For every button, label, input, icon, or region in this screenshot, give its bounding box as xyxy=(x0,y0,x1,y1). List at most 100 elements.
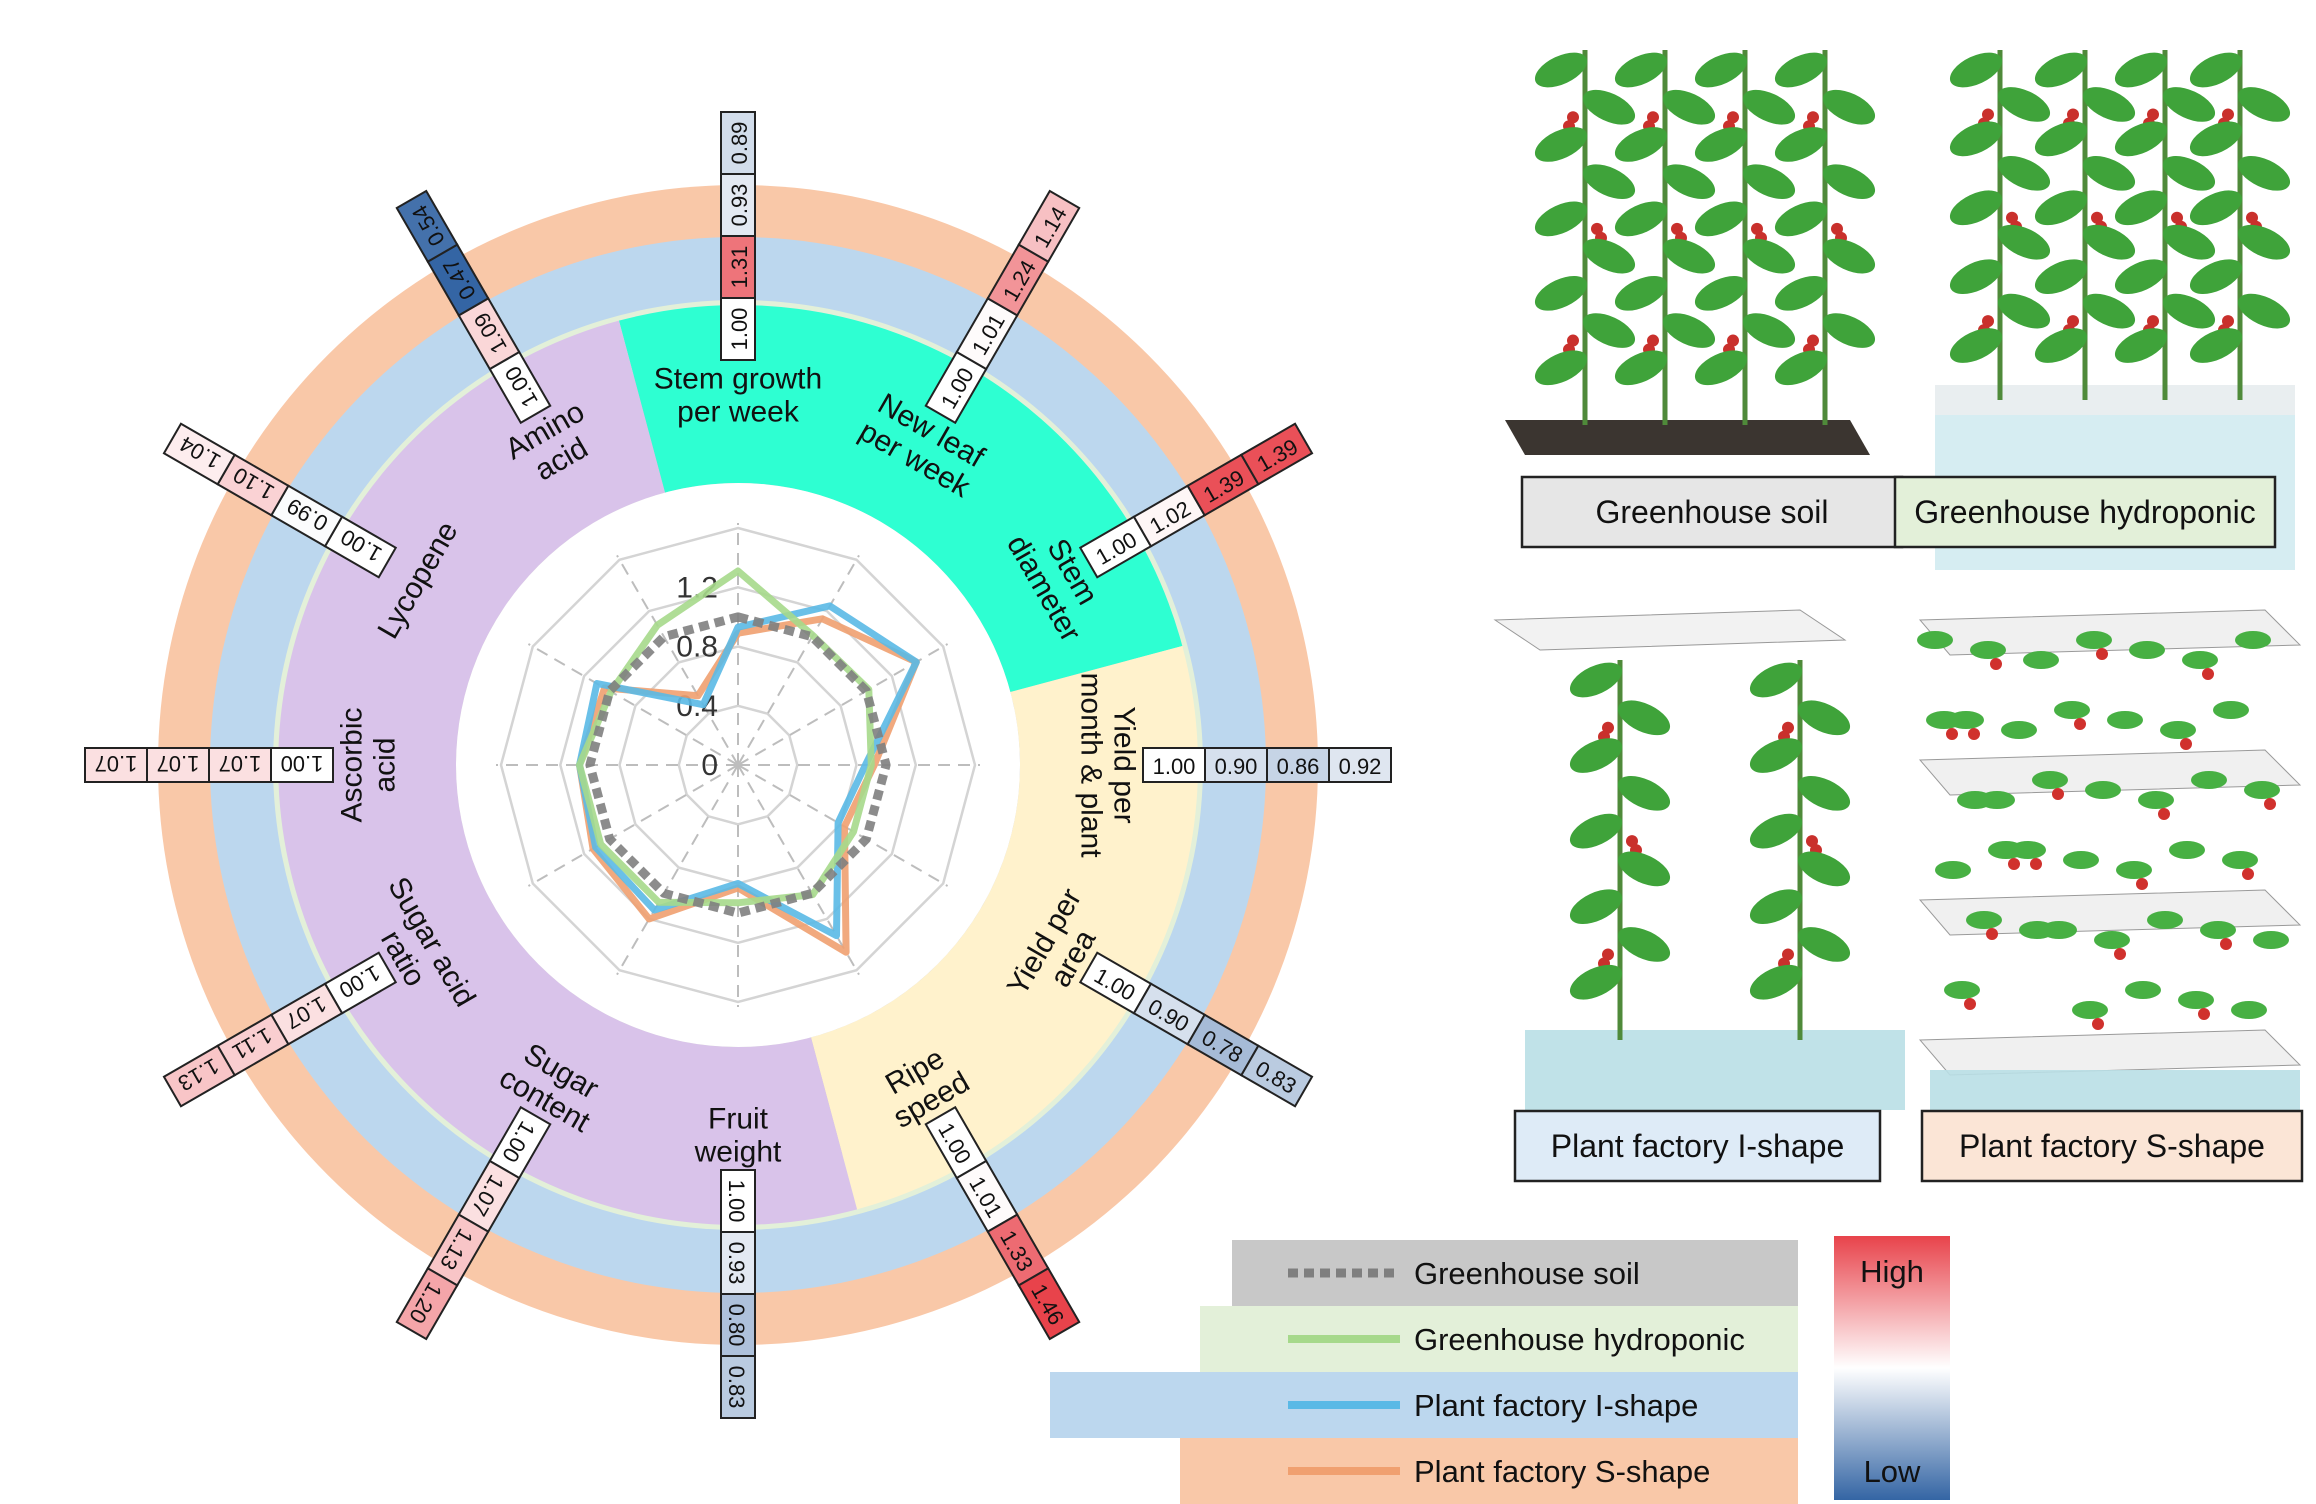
leaf xyxy=(1749,889,1803,925)
leaf xyxy=(1749,813,1803,849)
value-box-plant-factory-s-shape: 1.07 xyxy=(84,747,148,783)
leaf xyxy=(2189,328,2243,363)
tomato xyxy=(2147,108,2159,121)
value-box-plant-factory-i-shape: 1.33 xyxy=(986,1213,1050,1287)
value-box-text: 1.31 xyxy=(727,246,752,289)
spoke-lycopene xyxy=(527,643,739,766)
value-boxes-fruit-weight: 1.000.930.800.83 xyxy=(720,1169,756,1419)
leaf xyxy=(1662,313,1716,348)
value-boxes-yield-per-area: 1.000.900.780.83 xyxy=(1078,951,1314,1108)
leaf xyxy=(1774,275,1828,311)
leaf xyxy=(2138,791,2174,809)
value-box-rect xyxy=(162,1044,237,1108)
tomato xyxy=(1807,334,1819,347)
leaf xyxy=(2222,851,2258,869)
value-box-rect xyxy=(162,422,237,486)
value-box-rect xyxy=(208,747,272,783)
value-boxes-sugar-content: 1.001.071.131.20 xyxy=(395,1105,552,1341)
leaf xyxy=(1742,164,1796,200)
axis-label-line: per week xyxy=(677,396,800,429)
leaf xyxy=(1797,700,1851,736)
leaf xyxy=(2189,259,2243,295)
tomato xyxy=(1671,222,1683,235)
leaf xyxy=(2094,931,2130,949)
radar-chart: 00.40.81.2 xyxy=(496,523,980,1007)
leaf xyxy=(1582,164,1636,200)
panel-label-box xyxy=(1520,475,1904,549)
tomato xyxy=(1647,334,1659,347)
scale-low-label: Low xyxy=(1864,1454,1921,1489)
leaf xyxy=(1749,964,1803,1000)
axis-label-line: Fruit xyxy=(708,1103,769,1136)
leaf xyxy=(1614,275,1668,311)
leaf xyxy=(1917,631,1953,649)
leaf xyxy=(2200,921,2236,939)
leaf xyxy=(1970,641,2006,659)
tomato xyxy=(2246,211,2258,224)
tomato xyxy=(2114,948,2126,960)
leaf xyxy=(1569,964,1623,1000)
leaf xyxy=(1774,52,1828,88)
value-box-plant-factory-i-shape: 1.07 xyxy=(146,747,210,783)
leaf xyxy=(1926,711,1962,729)
value-box-plant-factory-i-shape: 0.93 xyxy=(720,173,756,237)
leaf xyxy=(1949,190,2003,226)
leaf xyxy=(2114,190,2168,226)
value-box-text: 0.86 xyxy=(1277,754,1320,779)
series-greenhouse-soil xyxy=(585,612,891,918)
leaf xyxy=(1694,275,1748,311)
tomato xyxy=(1591,222,1603,235)
panel-label: Plant factory S-shape xyxy=(1959,1128,2265,1164)
value-box-greenhouse-soil: 1.00 xyxy=(270,747,334,783)
tomato xyxy=(2222,315,2234,328)
leaf xyxy=(1749,662,1803,698)
value-box-greenhouse-soil: 1.00 xyxy=(720,1169,756,1233)
tomato xyxy=(1964,998,1976,1010)
sector-quality xyxy=(278,320,858,1225)
leaf xyxy=(1534,275,1588,311)
leaf xyxy=(1742,238,1796,274)
tomato xyxy=(2092,1018,2104,1030)
value-box-rect xyxy=(1239,1044,1314,1108)
legend-label-greenhouse-hydroponic: Greenhouse hydroponic xyxy=(1414,1322,1745,1357)
leaf xyxy=(1614,350,1668,386)
tomato xyxy=(1831,222,1843,235)
tomato xyxy=(2198,1008,2210,1020)
value-boxes-amino-acid: 1.001.090.470.54 xyxy=(395,189,552,425)
tomato xyxy=(2091,211,2103,224)
leaf xyxy=(2237,224,2291,260)
leaf xyxy=(1774,350,1828,386)
panel-plant-factory-i-shape: Plant factory I-shape xyxy=(1493,609,1905,1183)
sector-yield xyxy=(810,645,1199,1210)
leaf xyxy=(1997,155,2051,191)
tomato xyxy=(2096,648,2108,660)
value-box-text: 0.83 xyxy=(724,1366,749,1409)
tomato xyxy=(1982,315,1994,328)
value-box-text: 1.00 xyxy=(281,751,324,776)
leaf xyxy=(1997,87,2051,122)
leaf xyxy=(1582,238,1636,274)
tomato xyxy=(1626,835,1638,848)
value-box-rect xyxy=(720,1355,756,1419)
value-box-rect xyxy=(1328,747,1392,783)
tomato xyxy=(2180,738,2192,750)
value-box-rect xyxy=(1239,422,1314,486)
value-box-rect xyxy=(1266,747,1330,783)
legend-band-3 xyxy=(1050,1372,1798,1438)
leaf xyxy=(2034,190,2088,226)
tomato xyxy=(1727,334,1739,347)
tomato xyxy=(2220,938,2232,950)
spoke-sugar-acid-ratio xyxy=(527,764,739,887)
leaf xyxy=(1614,201,1668,237)
spoke-sugar-content xyxy=(616,764,739,976)
leaf xyxy=(2054,701,2090,719)
leaf xyxy=(1949,52,2003,88)
tick-label-0-0: 0 xyxy=(701,749,718,782)
leaf xyxy=(1749,738,1803,773)
leaf xyxy=(1822,89,1876,125)
leaf xyxy=(2160,721,2196,739)
leaf xyxy=(2019,921,2055,939)
